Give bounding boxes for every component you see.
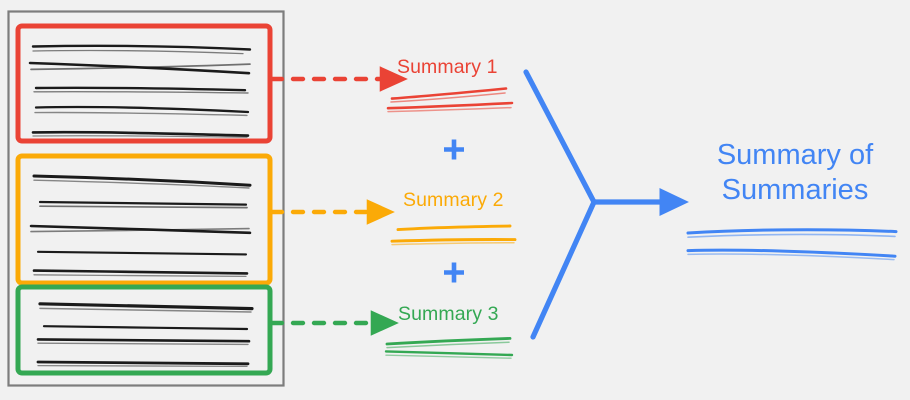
- summary-1-underlines: [386, 87, 514, 113]
- summary-1-label: Summary 1: [397, 56, 498, 78]
- summary-3-underlines: [384, 337, 514, 359]
- plus-1-icon: [444, 139, 464, 160]
- chunk-box-green[interactable]: [15, 284, 273, 376]
- summary-3-label: Summary 3: [398, 303, 499, 325]
- chunk-orange-text-lines: [29, 174, 252, 278]
- plus-2-icon: [444, 262, 464, 283]
- chunk-box-orange[interactable]: [15, 153, 273, 286]
- result-underlines: [686, 228, 898, 261]
- source-document-frame: [7, 10, 285, 387]
- result-title-line2: Summaries: [721, 174, 869, 206]
- chunk-red-text-lines: [28, 44, 252, 138]
- chunk-green-text-lines: [36, 302, 254, 368]
- result-title-line1: Summary of: [716, 139, 874, 171]
- merge-connector: [523, 69, 597, 340]
- summary-2-underlines: [390, 224, 517, 246]
- chunk-box-red[interactable]: [15, 23, 273, 144]
- summary-2-label: Summary 2: [403, 189, 504, 211]
